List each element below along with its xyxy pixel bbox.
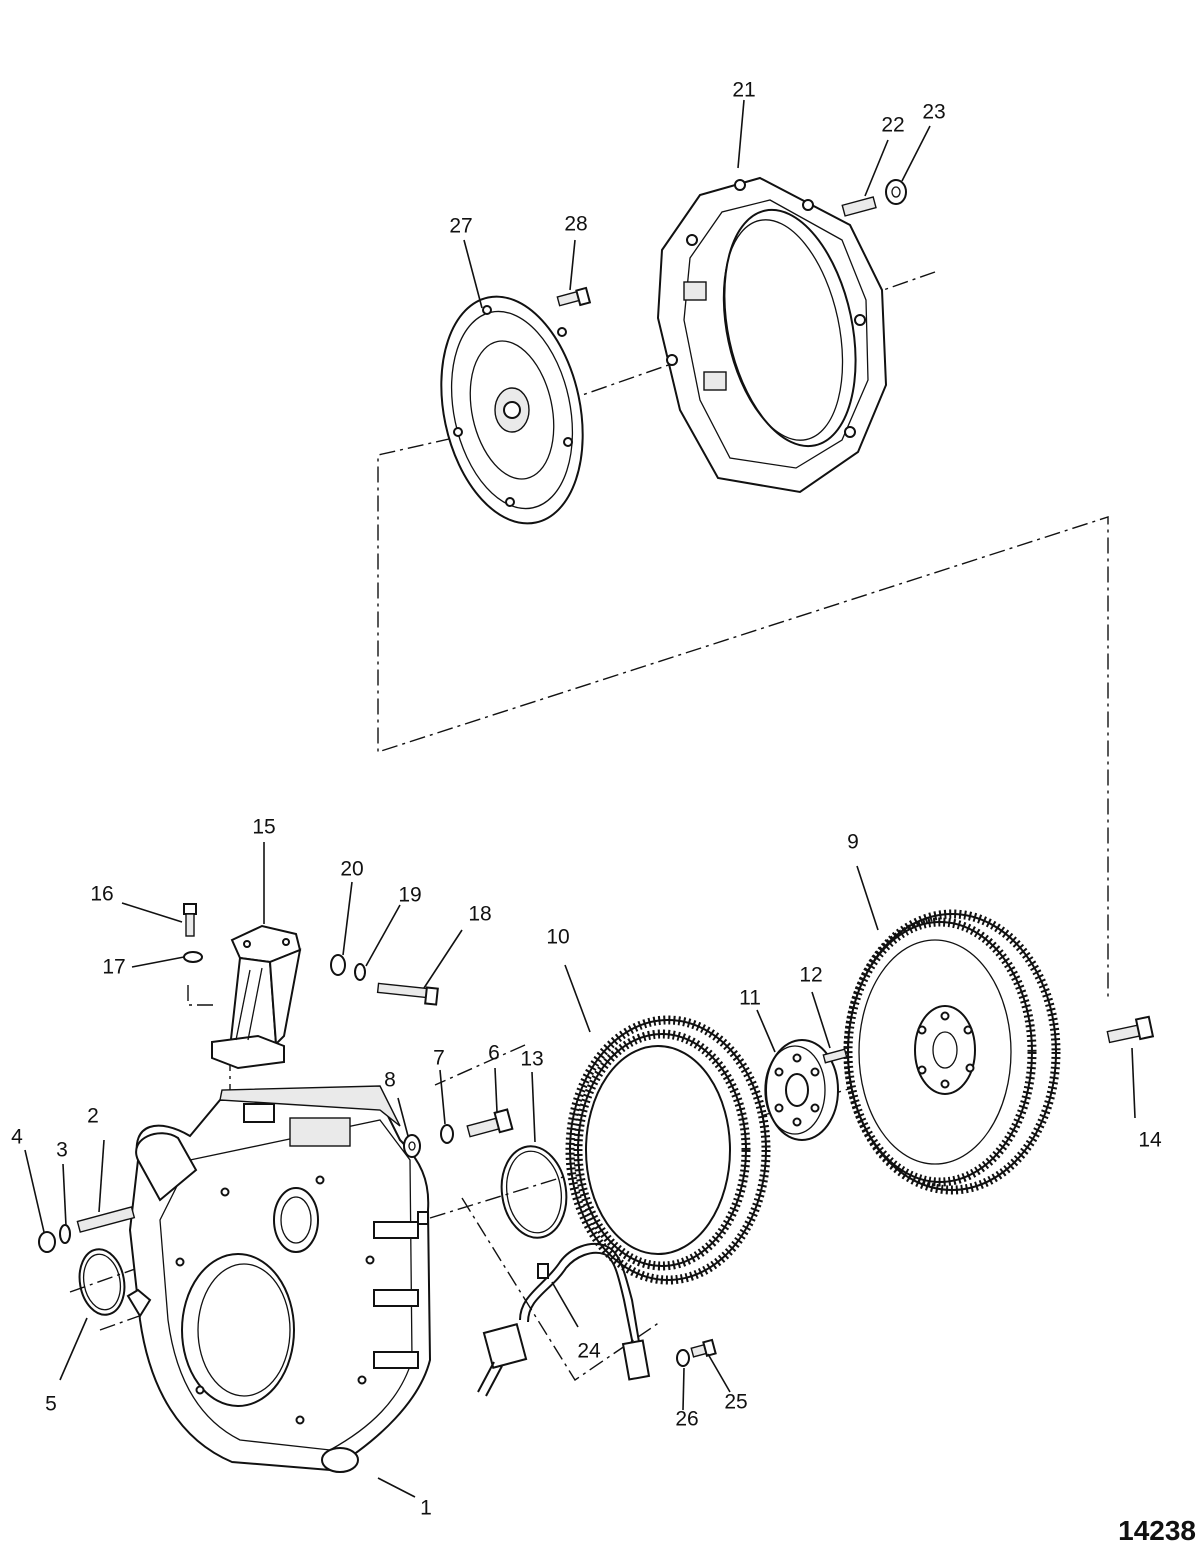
part-17-washer <box>183 951 203 963</box>
callout-7: 7 <box>433 1047 445 1070</box>
part-6-bolt <box>466 1108 514 1138</box>
part-5-oring <box>78 1248 126 1316</box>
part-28-screw <box>556 286 592 307</box>
part-24-sensor-harness <box>477 1243 651 1397</box>
part-18-bolt <box>376 982 439 1006</box>
part-3-washer <box>59 1224 71 1244</box>
part-12-bolt <box>822 1048 848 1064</box>
leader-lines <box>24 99 1136 1498</box>
part-21-adapter-housing <box>656 176 888 494</box>
part-20-washer <box>330 954 346 976</box>
callout-12: 12 <box>799 964 822 987</box>
part-14-bolt <box>1106 1015 1155 1044</box>
part-27-drive-plate <box>440 295 584 525</box>
callout-8: 8 <box>384 1069 396 1092</box>
callout-10: 10 <box>546 926 569 949</box>
callout-1: 1 <box>420 1497 432 1520</box>
part-2-stud <box>76 1206 136 1233</box>
callout-21: 21 <box>732 79 755 102</box>
part-26-washer <box>676 1349 690 1367</box>
part-4-nut <box>38 1231 56 1253</box>
callout-14: 14 <box>1138 1129 1162 1152</box>
part-11-adapter <box>764 1039 839 1141</box>
callout-24: 24 <box>577 1340 601 1363</box>
part-10-ring-gear <box>565 1015 771 1285</box>
callout-18: 18 <box>468 903 491 926</box>
callout-26: 26 <box>675 1408 698 1431</box>
callout-labels: 1 2 3 4 5 6 7 8 9 10 11 12 13 14 15 16 1… <box>11 79 1162 1520</box>
callout-5: 5 <box>45 1393 57 1416</box>
callout-13: 13 <box>520 1048 543 1071</box>
part-19-lockwasher <box>354 963 366 981</box>
callout-19: 19 <box>398 884 421 907</box>
part-15-bracket <box>211 924 302 1070</box>
callout-20: 20 <box>340 858 363 881</box>
callout-4: 4 <box>11 1126 23 1149</box>
part-22-stud <box>841 196 877 217</box>
part-16-screw <box>183 903 197 937</box>
callout-2: 2 <box>87 1105 99 1128</box>
callout-25: 25 <box>724 1391 747 1414</box>
callout-17: 17 <box>102 956 125 979</box>
callout-27: 27 <box>449 215 472 238</box>
callout-15: 15 <box>252 816 275 839</box>
part-25-screw <box>690 1338 717 1358</box>
part-7-lockwasher <box>440 1124 454 1144</box>
callout-16: 16 <box>90 883 113 906</box>
callout-23: 23 <box>922 101 945 124</box>
part-1-flywheel-housing <box>126 1085 432 1473</box>
callout-28: 28 <box>564 213 587 236</box>
callout-3: 3 <box>56 1139 68 1162</box>
figure-number: 14238 <box>1118 1515 1196 1546</box>
callout-6: 6 <box>488 1042 500 1065</box>
part-9-flywheel <box>843 909 1061 1195</box>
callout-22: 22 <box>881 114 904 137</box>
callout-11: 11 <box>739 987 761 1010</box>
part-8-washer <box>403 1134 421 1158</box>
callout-9: 9 <box>847 831 859 854</box>
part-23-nut <box>885 179 907 205</box>
part-13-oring <box>500 1145 568 1239</box>
